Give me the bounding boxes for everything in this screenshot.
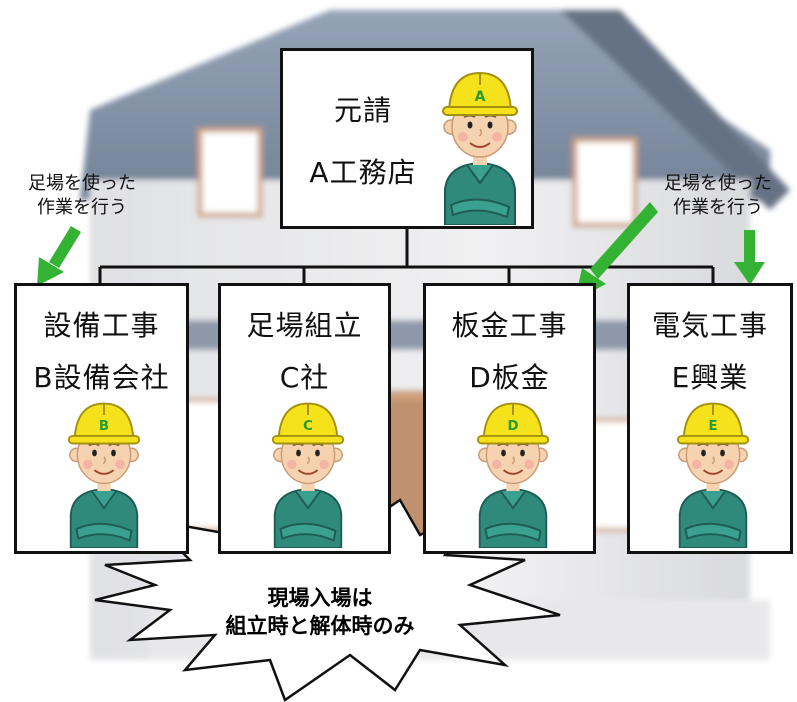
sub-box-c: 足場組立 C社 C <box>218 283 391 554</box>
worker-figure: D <box>476 402 550 548</box>
callout-line1: 現場入場は <box>267 586 373 610</box>
helmet-badge-letter: A <box>475 89 486 105</box>
worker-a-icon: A <box>442 71 518 225</box>
sub-box-e: 電気工事 E興業 E <box>627 283 793 554</box>
sub-company-label: C社 <box>279 361 330 394</box>
sub-company-label: B設備会社 <box>33 361 170 394</box>
callout-line2: 組立時と解体時のみ <box>225 614 415 638</box>
sub-box-d: 板金工事 D板金 D <box>423 283 596 554</box>
prime-company-label: A工務店 <box>309 156 417 189</box>
note-right-line2: 作業を行う <box>673 197 763 218</box>
worker-d-icon: D <box>476 402 550 548</box>
worker-figure: B <box>67 402 141 548</box>
helmet-badge-letter: E <box>708 419 717 434</box>
org-connectors <box>98 228 715 284</box>
note-left: 足場を使った 作業を行う <box>2 172 162 220</box>
helmet-badge-letter: B <box>99 419 109 434</box>
sub-trade-label: 電気工事 <box>651 309 768 342</box>
prime-role-label: 元請 <box>333 94 392 127</box>
worker-figure: E <box>676 402 750 548</box>
sub-trade-label: 板金工事 <box>451 309 568 342</box>
sub-company-label: D板金 <box>469 361 550 394</box>
worker-figure: A <box>442 71 518 225</box>
sub-trade-label: 設備工事 <box>43 309 160 342</box>
worker-figure: C <box>271 402 345 548</box>
worker-b-icon: B <box>67 402 141 548</box>
worker-e-icon: E <box>676 402 750 548</box>
note-left-line2: 作業を行う <box>37 197 127 218</box>
worker-c-icon: C <box>271 402 345 548</box>
note-left-line1: 足場を使った <box>28 173 136 194</box>
sub-company-label: E興業 <box>671 361 749 394</box>
note-right: 足場を使った 作業を行う <box>642 172 794 220</box>
prime-contractor-box: 元請 A工務店 A <box>280 48 534 229</box>
helmet-badge-letter: C <box>303 419 313 434</box>
sub-trade-label: 足場組立 <box>246 309 363 342</box>
helmet-badge-letter: D <box>507 419 518 434</box>
sub-box-b: 設備工事 B設備会社 B <box>14 283 189 554</box>
arrow-right <box>734 230 765 285</box>
note-right-line1: 足場を使った <box>664 173 772 194</box>
arrow-left <box>37 226 81 286</box>
